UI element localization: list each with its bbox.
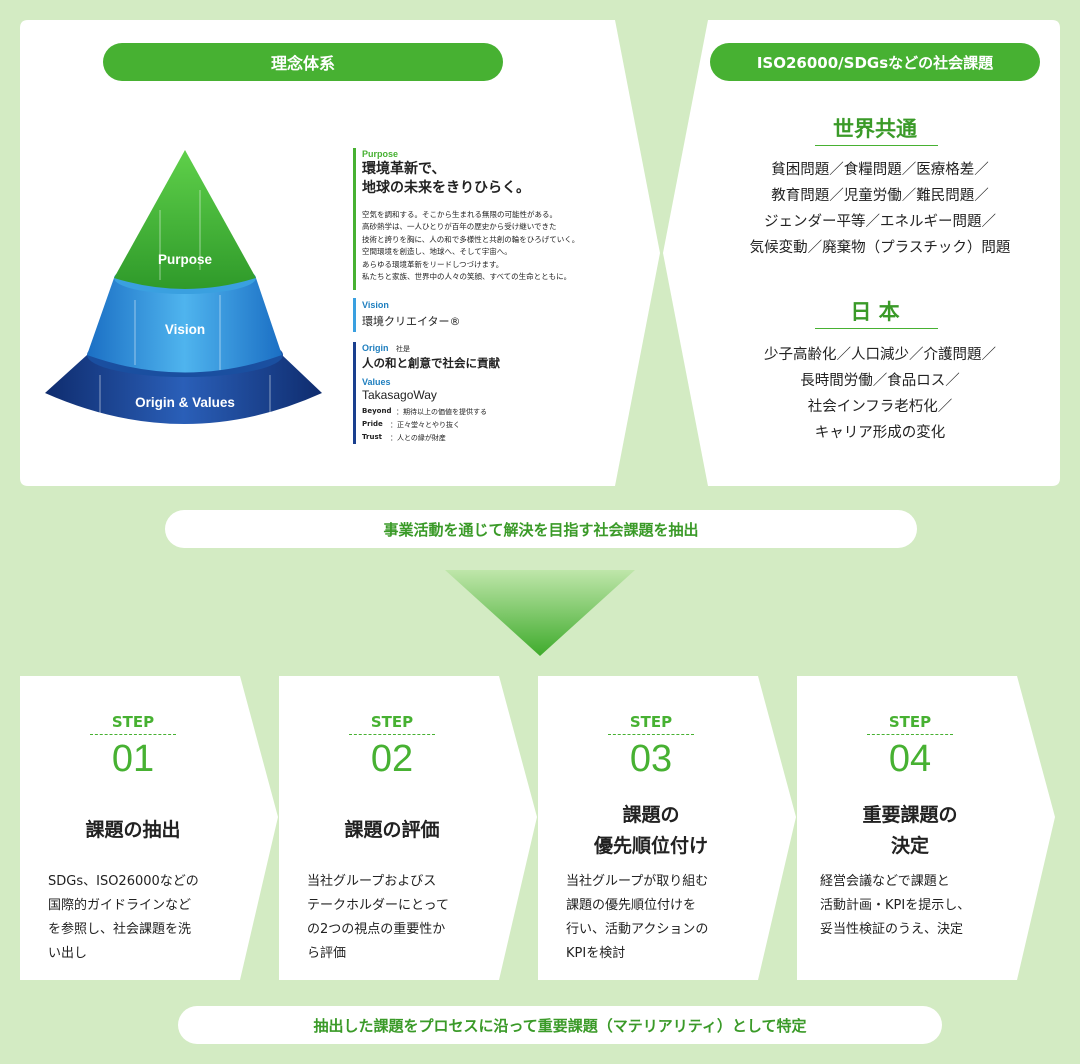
step3-desc: 当社グループが取り組む 課題の優先順位付けを 行い、活動アクションの KPIを検…: [566, 874, 709, 961]
step2-dots: [349, 734, 435, 735]
beyond-value: ：期待以上の価値を提供する: [396, 408, 487, 416]
purpose-title: 環境革新で、 地球の未来をきりひらく。: [362, 161, 530, 196]
beyond-key: Beyond: [362, 407, 392, 415]
pride-key: Pride: [362, 420, 383, 428]
purpose-bar: [353, 148, 356, 290]
purpose-head: Purpose: [362, 149, 399, 159]
step4-title: 重要課題の 決定: [862, 804, 958, 857]
origin-sub: 社是: [396, 345, 410, 353]
step3-dots: [608, 734, 694, 735]
origin-bar: [353, 342, 356, 444]
world-title: 世界共通: [833, 117, 917, 141]
step2-title: 課題の評価: [344, 819, 440, 841]
values-head: Values: [362, 377, 391, 387]
step4-number: 04: [888, 738, 932, 780]
purpose-tier: [114, 150, 256, 289]
step-card-4: [797, 676, 1055, 980]
right-panel-bg: [663, 20, 1060, 486]
step1-dots: [90, 734, 176, 735]
step1-label: STEP: [111, 713, 155, 731]
purpose-body: 空気を調和する。そこから生まれる無限の可能性がある。 高砂熱学は、一人ひとりが百…: [362, 210, 580, 282]
origin-values-tier: [45, 355, 322, 424]
step1-number: 01: [111, 738, 155, 780]
trust-value: ：人との縁が財産: [390, 434, 446, 442]
world-issues: 貧困問題／食糧問題／医療格差／ 教育問題／児童労働／難民問題／ ジェンダー平等／…: [749, 162, 1011, 256]
pride-value: ：正々堂々とやり抜く: [390, 421, 460, 429]
step1-title: 課題の抽出: [85, 819, 181, 841]
step4-desc: 経営会議などで課題と 活動計画・KPIを提示し、 妥当性検証のうえ、決定: [820, 874, 971, 937]
social-issues-header: ISO26000/SDGsなどの社会課題: [710, 43, 1040, 81]
down-arrow-icon: [445, 570, 635, 656]
philosophy-header: 理念体系: [103, 43, 503, 81]
values-text: TakasagoWay: [362, 388, 437, 402]
extract-banner: 事業活動を通じて解決を目指す社会課題を抽出: [165, 510, 917, 548]
step3-number: 03: [629, 738, 673, 780]
japan-underline: [815, 328, 938, 329]
step4-dots: [867, 734, 953, 735]
philosophy-pyramid: [45, 150, 322, 424]
step3-label: STEP: [629, 713, 673, 731]
trust-key: Trust: [362, 433, 382, 441]
step3-title: 課題の 優先順位付け: [593, 804, 708, 857]
step2-number: 02: [370, 738, 414, 780]
step1-desc: SDGs、ISO26000などの 国際的ガイドラインなど を参照し、社会課題を洗…: [48, 874, 199, 961]
origin-text: 人の和と創意で社会に貢献: [362, 356, 500, 370]
step4-label: STEP: [888, 713, 932, 731]
origin-head: Origin: [362, 343, 389, 353]
pyramid-origin-values-label: Origin & Values: [135, 395, 235, 410]
japan-title: 日 本: [850, 300, 900, 324]
step-card-2: [279, 676, 537, 980]
step-card-3: [538, 676, 796, 980]
vision-bar: [353, 298, 356, 332]
pyramid-purpose-label: Purpose: [157, 252, 212, 267]
japan-issues: 少子高齢化／人口減少／介護問題／ 長時間労働／食品ロス／ 社会インフラ老朽化／ …: [764, 347, 996, 441]
vision-tier: [87, 278, 282, 373]
step2-label: STEP: [370, 713, 414, 731]
step-card-1: [20, 676, 278, 980]
world-underline: [815, 145, 938, 146]
pyramid-vision-label: Vision: [164, 322, 206, 337]
vision-text: 環境クリエイター®: [362, 315, 461, 328]
step2-desc: 当社グループおよびス テークホルダーにとって の2つの視点の重要性か ら評価: [307, 874, 449, 961]
vision-head: Vision: [362, 300, 389, 310]
step-cards: [20, 676, 1055, 980]
materiality-banner: 抽出した課題をプロセスに沿って重要課題（マテリアリティ）として特定: [178, 1006, 942, 1044]
